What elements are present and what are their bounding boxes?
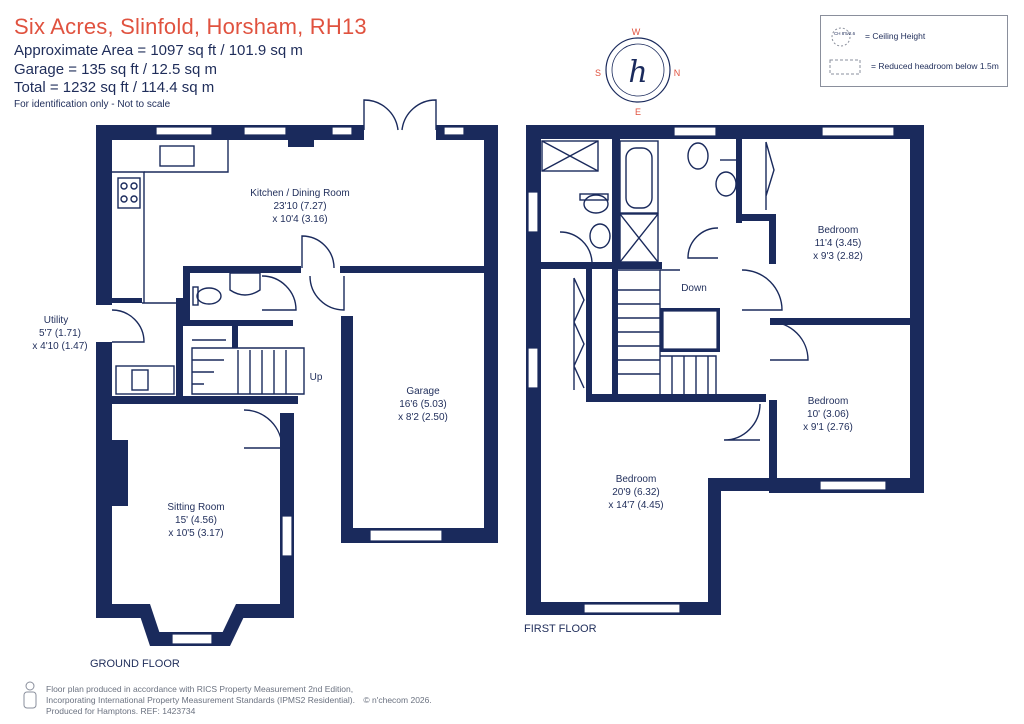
legend-box: CH 8'5/2.6 = Ceiling Height = Reduced he… (820, 15, 1008, 87)
kitchen-fixtures (112, 140, 229, 395)
property-title: Six Acres, Slinfold, Horsham, RH13 (14, 14, 367, 39)
garage-dim1: 16'6 (5.03) (399, 399, 447, 410)
bedroom3-label: Bedroom (616, 474, 657, 485)
person-icon (23, 681, 37, 709)
compass-e: E (635, 107, 641, 117)
utility-dim2: x 4'10 (1.47) (32, 341, 87, 352)
first-floor-labels: Bedroom 11'4 (3.45) x 9'3 (2.82) Bedroom… (524, 225, 863, 635)
bedroom1-label: Bedroom (818, 225, 859, 236)
approximate-area: Approximate Area = 1097 sq ft / 101.9 sq… (14, 42, 303, 59)
ground-floor-doors (111, 99, 437, 449)
bedroom3-dim2: x 14'7 (4.45) (608, 500, 663, 511)
ground-floor-labels: Kitchen / Dining Room 23'10 (7.27) x 10'… (32, 188, 448, 670)
total-area: Total = 1232 sq ft / 114.4 sq m (14, 79, 215, 96)
kitchen-dim1: 23'10 (7.27) (273, 201, 326, 212)
compass-n: N (674, 68, 681, 78)
compass-s: S (595, 68, 601, 78)
compass-logo: h (628, 55, 647, 90)
reduced-headroom-label: = Reduced headroom below 1.5m (871, 61, 999, 71)
bedroom2-dim1: 10' (3.06) (807, 409, 849, 420)
footer-line3: Produced for Hamptons. REF: 1423734 (46, 706, 196, 716)
legend-graphics (829, 27, 861, 75)
bathroom-fixtures (541, 140, 737, 263)
footer-copyright: © n'checom 2026. (363, 695, 432, 705)
reduced-headroom-icon (829, 59, 861, 75)
footer-line2-text: Incorporating International Property Mea… (46, 695, 355, 705)
footer-line2: Incorporating International Property Mea… (46, 695, 432, 705)
compass-icon: h W S N E (595, 27, 680, 117)
first-floor-windows (527, 126, 895, 614)
bedroom1-dim1: 11'4 (3.45) (815, 238, 862, 249)
ceiling-height-icon (831, 27, 851, 47)
bedroom2-label: Bedroom (808, 396, 849, 407)
kitchen-dim2: x 10'4 (3.16) (272, 214, 327, 225)
garage-dim2: x 8'2 (2.50) (398, 412, 448, 423)
ground-floor-windows (155, 125, 465, 645)
sitting-room-dim2: x 10'5 (3.17) (168, 528, 223, 539)
bedroom2-dim2: x 9'1 (2.76) (803, 422, 853, 433)
bedroom3-dim1: 20'9 (6.32) (612, 487, 660, 498)
first-floor-doors (559, 141, 809, 441)
stairs-up-label: Up (310, 372, 323, 383)
ceiling-height-label: = Ceiling Height (865, 31, 926, 41)
utility-label: Utility (44, 315, 68, 326)
garage-label: Garage (406, 386, 440, 397)
ground-floor-stairs (191, 339, 305, 395)
kitchen-label: Kitchen / Dining Room (250, 188, 350, 199)
sitting-room-label: Sitting Room (167, 502, 224, 513)
compass-w: W (632, 27, 641, 37)
footer-line1: Floor plan produced in accordance with R… (46, 684, 354, 694)
stairs-down-label: Down (681, 283, 707, 294)
utility-dim1: 5'7 (1.71) (39, 328, 81, 339)
identification-note: For identification only - Not to scale (14, 99, 171, 110)
ground-floor-label: GROUND FLOOR (90, 658, 180, 670)
sitting-room-dim1: 15' (4.56) (175, 515, 217, 526)
wc-fixtures (192, 272, 261, 306)
garage-area: Garage = 135 sq ft / 12.5 sq m (14, 61, 218, 78)
bedroom1-dim2: x 9'3 (2.82) (813, 251, 863, 262)
ceiling-badge-text: CH 8'5/2.6 (834, 31, 856, 36)
first-floor-label: FIRST FLOOR (524, 623, 597, 635)
